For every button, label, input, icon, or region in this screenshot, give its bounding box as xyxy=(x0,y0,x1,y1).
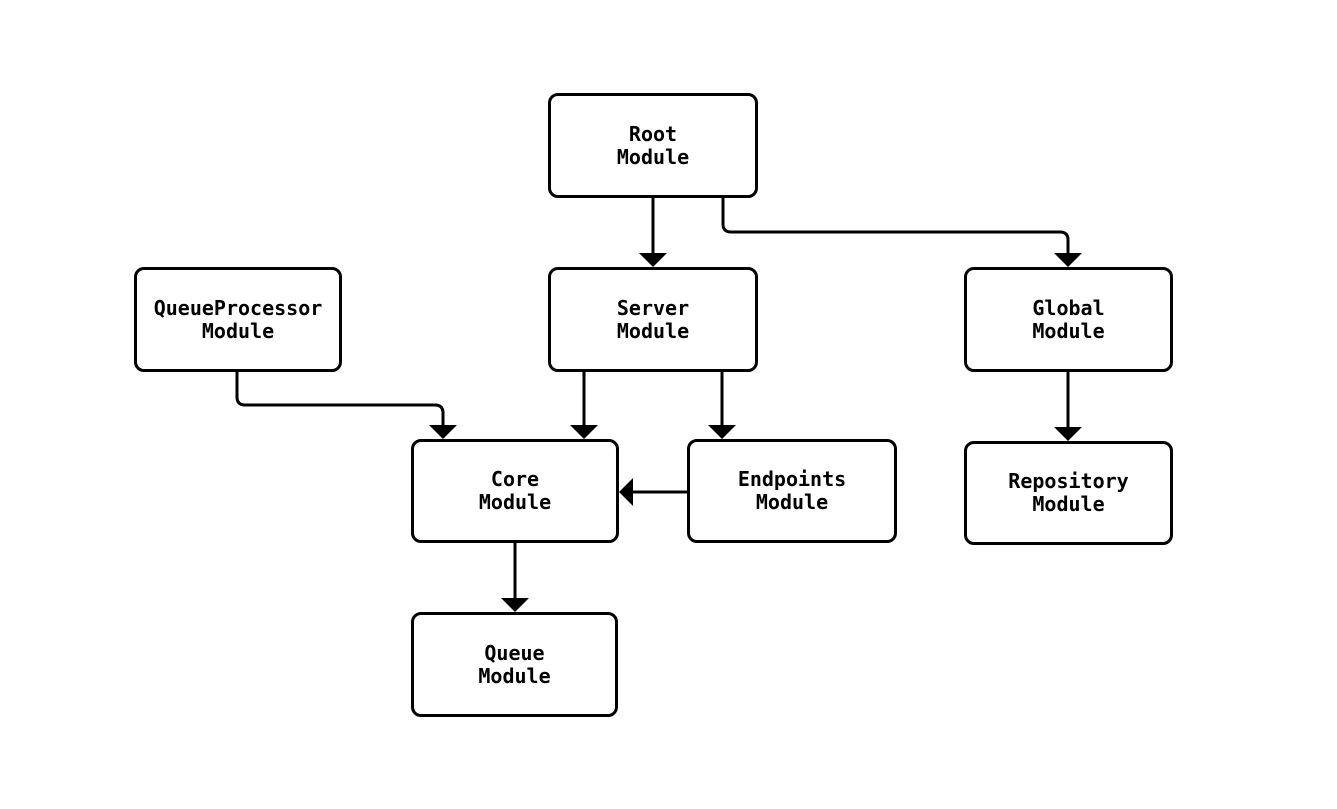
node-label-line2: Module xyxy=(616,318,690,343)
node-core-module: Core Module xyxy=(411,439,619,543)
edge-server-to-core xyxy=(570,372,598,439)
arrowhead-down-icon xyxy=(570,425,598,439)
node-label-line1: Repository xyxy=(1008,469,1129,493)
edge-root-to-global xyxy=(721,198,1082,267)
node-label-line1: Global xyxy=(1032,295,1105,320)
edge-server-to-endpoints xyxy=(708,372,736,439)
node-label-line1: Root xyxy=(628,121,678,146)
arrowhead-down-icon xyxy=(501,598,529,612)
node-endpoints-module: Endpoints Module xyxy=(687,439,897,543)
node-queue-module: Queue Module xyxy=(411,612,618,717)
arrowhead-down-icon xyxy=(1054,253,1082,267)
node-label-line2: Module xyxy=(1032,492,1105,516)
node-label-line1: QueueProcessor xyxy=(153,295,323,320)
node-label-line1: Core xyxy=(490,467,540,491)
node-label-line2: Module xyxy=(201,318,275,343)
arrowhead-left-icon xyxy=(619,478,633,506)
node-label-line2: Module xyxy=(1032,318,1105,343)
node-global-module: Global Module xyxy=(964,267,1173,372)
edge-core-to-queue xyxy=(501,543,529,612)
arrowhead-down-icon xyxy=(708,425,736,439)
node-server-module: Server Module xyxy=(548,267,758,372)
node-label-line1: Endpoints xyxy=(737,467,847,491)
node-label-line2: Module xyxy=(478,663,551,688)
arrowhead-down-icon xyxy=(639,253,667,267)
node-label-line2: Module xyxy=(755,490,829,514)
arrowhead-down-icon xyxy=(1054,427,1082,441)
edge-global-to-repository xyxy=(1054,372,1082,441)
node-label-line1: Server xyxy=(616,295,690,320)
edge-queueprocessor-to-core xyxy=(235,372,457,439)
node-label-line1: Queue xyxy=(484,640,545,665)
node-repository-module: Repository Module xyxy=(964,441,1173,545)
node-label-line2: Module xyxy=(616,144,690,169)
arrowhead-down-icon xyxy=(429,425,457,439)
node-root-module: Root Module xyxy=(548,93,758,198)
edge-endpoints-to-core xyxy=(619,478,687,506)
edge-root-to-server xyxy=(639,198,667,267)
node-label-line2: Module xyxy=(478,490,552,514)
node-queueprocessor-module: QueueProcessor Module xyxy=(134,267,342,372)
